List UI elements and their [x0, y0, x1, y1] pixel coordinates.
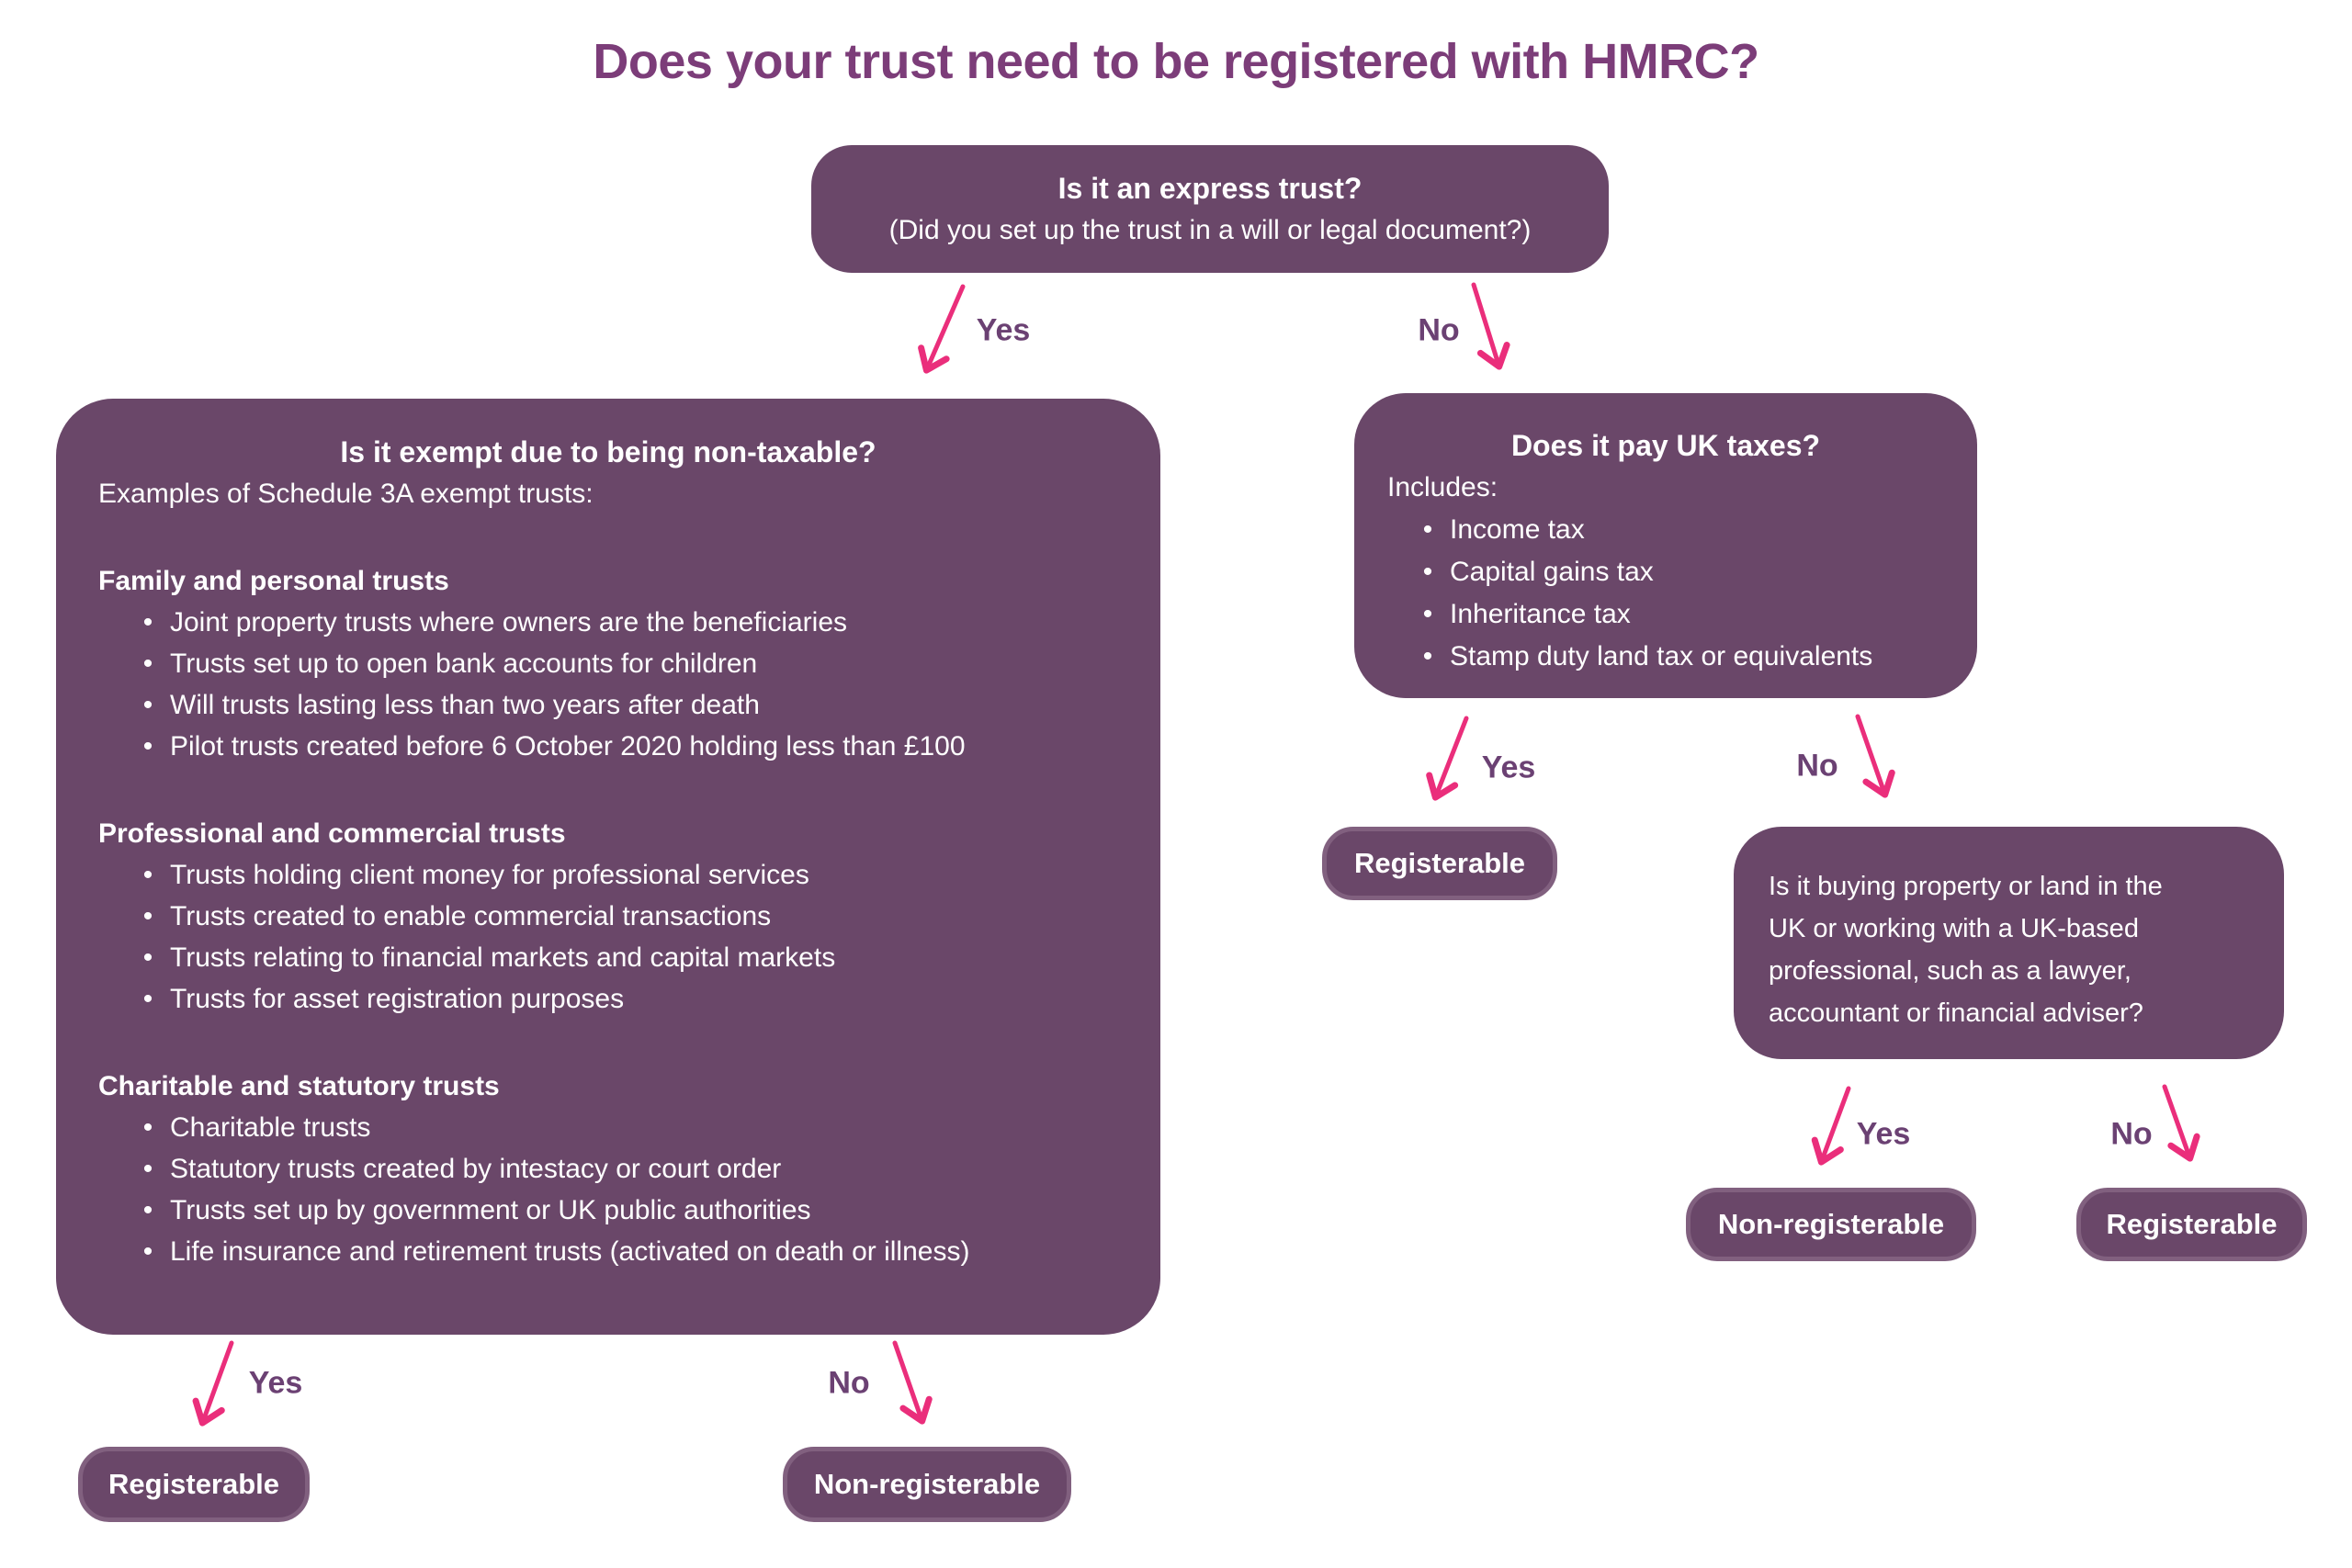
arrow-exempt-no [892, 1340, 933, 1425]
section-charitable-statutory-trusts: Charitable and statutory trusts •Charita… [98, 1066, 1118, 1272]
bullet-dot: • [142, 1195, 153, 1225]
exempt-question-heading: Is it exempt due to being non-taxable? [340, 435, 876, 468]
list-item: •Trusts holding client money for profess… [98, 854, 1118, 896]
list-item: •Trusts created to enable commercial tra… [98, 896, 1118, 937]
bullet-dot: • [142, 649, 153, 679]
arrow-uktaxes-no [1855, 714, 1895, 798]
list-item: •Statutory trusts created by intestacy o… [98, 1148, 1118, 1190]
label-exempt-yes: Yes [248, 1365, 303, 1401]
bullet-dot: • [142, 1154, 153, 1184]
bullet-dot: • [142, 1236, 153, 1267]
arrow-express-yes [918, 284, 966, 374]
bullet-dot: • [1422, 557, 1433, 587]
uk-taxes-intro: Includes: [1387, 472, 1498, 502]
label-express-no: No [1418, 312, 1460, 348]
bullet-dot: • [142, 984, 153, 1014]
bullet-dot: • [142, 901, 153, 931]
outcome-non-registerable-bottom-right: Non-registerable [1686, 1188, 1976, 1261]
label-property-no: No [2110, 1116, 2153, 1152]
node-exempt-question: Is it exempt due to being non-taxable? E… [56, 399, 1160, 1335]
outcome-registerable-middle: Registerable [1322, 827, 1557, 900]
express-question-heading: Is it an express trust? [1057, 171, 1363, 205]
uk-taxes-heading: Does it pay UK taxes? [1510, 429, 1821, 462]
bullet-dot: • [142, 860, 153, 890]
list-item: •Trusts set up to open bank accounts for… [98, 643, 1118, 684]
label-uktaxes-yes: Yes [1481, 750, 1536, 785]
list-item: •Joint property trusts where owners are … [98, 602, 1118, 643]
list-item: •Charitable trusts [98, 1107, 1118, 1148]
bullet-dot: • [1422, 514, 1433, 545]
outcome-non-registerable-bottom-left: Non-registerable [783, 1447, 1071, 1522]
bullet-dot: • [1422, 641, 1433, 671]
list-item: •Inheritance tax [1387, 593, 1944, 636]
section-professional-commercial-trusts: Professional and commercial trusts •Trus… [98, 813, 1118, 1020]
express-question-subheading: (Did you set up the trust in a will or l… [888, 214, 1532, 245]
arrow-property-no [2162, 1084, 2200, 1162]
section-heading: Charitable and statutory trusts [98, 1071, 500, 1101]
section-family-personal-trusts: Family and personal trusts •Joint proper… [98, 560, 1118, 767]
list-item: •Income tax [1387, 509, 1944, 551]
label-property-yes: Yes [1856, 1116, 1911, 1152]
arrow-uktaxes-yes [1426, 716, 1469, 801]
outcome-registerable-bottom-right: Registerable [2076, 1188, 2307, 1261]
label-uktaxes-no: No [1796, 748, 1838, 784]
arrow-express-no [1471, 282, 1510, 370]
arrow-exempt-yes [192, 1340, 234, 1427]
list-item: •Capital gains tax [1387, 551, 1944, 593]
list-item: •Trusts set up by government or UK publi… [98, 1190, 1118, 1231]
list-item: •Trusts relating to financial markets an… [98, 937, 1118, 978]
bullet-dot: • [142, 1112, 153, 1143]
section-heading: Professional and commercial trusts [98, 818, 566, 849]
bullet-dot: • [142, 690, 153, 720]
node-express-trust-question: Is it an express trust? (Did you set up … [811, 145, 1609, 273]
list-item: •Pilot trusts created before 6 October 2… [98, 726, 1118, 767]
page-title: Does your trust need to be registered wi… [593, 34, 1759, 89]
bullet-dot: • [142, 942, 153, 973]
outcome-registerable-bottom-left: Registerable [78, 1447, 310, 1522]
list-item: •Stamp duty land tax or equivalents [1387, 636, 1944, 678]
section-heading: Family and personal trusts [98, 566, 449, 596]
node-uk-taxes-question: Does it pay UK taxes? Includes: •Income … [1354, 393, 1977, 698]
list-item: •Will trusts lasting less than two years… [98, 684, 1118, 726]
list-item: •Trusts for asset registration purposes [98, 978, 1118, 1020]
bullet-dot: • [1422, 599, 1433, 629]
arrow-property-yes [1811, 1086, 1851, 1166]
label-express-yes: Yes [976, 312, 1031, 348]
label-exempt-no: No [828, 1365, 870, 1401]
bullet-dot: • [142, 731, 153, 761]
list-item: •Life insurance and retirement trusts (a… [98, 1231, 1118, 1272]
exempt-intro: Examples of Schedule 3A exempt trusts: [98, 479, 594, 509]
bullet-dot: • [142, 607, 153, 637]
node-property-question: Is it buying property or land in the UK … [1734, 827, 2284, 1059]
